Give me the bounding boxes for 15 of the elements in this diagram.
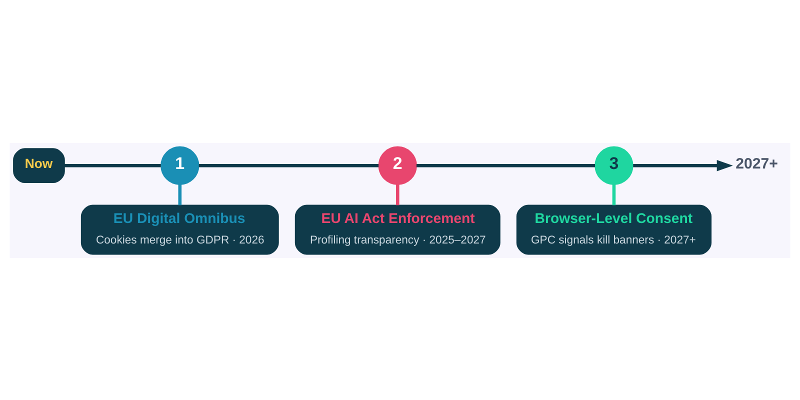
- connector: [178, 184, 182, 205]
- connector: [416, 163, 596, 167]
- node-box: EU Digital Omnibus Cookies merge into GDPR · 2026: [80, 204, 279, 254]
- node-box: Browser-Level Consent GPC signals kill banners · 2027+: [516, 204, 712, 254]
- arrow: [633, 160, 733, 171]
- node-circle: 2: [378, 146, 417, 184]
- connector: [612, 184, 616, 205]
- connector: [198, 163, 379, 167]
- connector: [64, 163, 161, 167]
- connector: [396, 184, 400, 205]
- node-box: Now: [13, 148, 65, 183]
- node-box: EU AI Act Enforcement Profiling transparency · 2025–2027: [294, 204, 500, 254]
- node-circle: 3: [594, 146, 634, 184]
- node-circle: 1: [160, 146, 200, 184]
- node-text: 2027+: [736, 154, 778, 172]
